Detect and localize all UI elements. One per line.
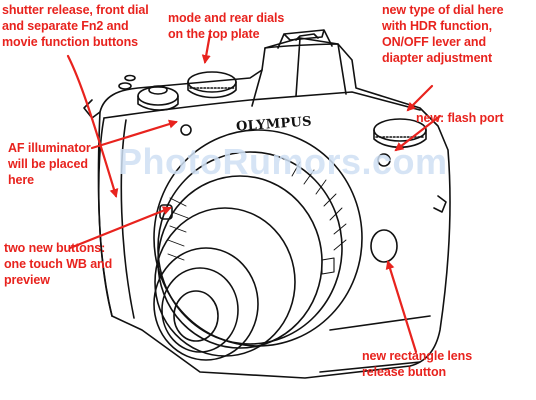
hot-shoe — [277, 29, 333, 49]
annotation-hdr-dial: new type of dial here with HDR function,… — [382, 3, 504, 65]
lens-release-button — [370, 229, 398, 263]
arrow-shutter — [66, 54, 119, 198]
annotation-new-buttons: two new buttons: one touch WB and previe… — [4, 241, 113, 287]
viewfinder-hump — [251, 37, 347, 107]
annotation-lens-release: new rectangle lens release button — [362, 349, 473, 379]
arrow-release — [385, 260, 418, 354]
annotation-af-illuminator: AF illuminator will be placed here — [8, 141, 91, 187]
annotation-arrows — [66, 32, 442, 354]
arrow-af — [90, 119, 178, 150]
annotation-shutter: shutter release, front dial and separate… — [2, 3, 149, 49]
camera-body-outline — [97, 37, 451, 379]
arrow-mode — [201, 32, 212, 64]
annotation-flash-port: new: flash port — [416, 111, 504, 125]
front-lens-element — [153, 247, 259, 361]
arrow-flash — [394, 114, 442, 152]
shutter-dial — [137, 86, 179, 106]
arrow-buttons — [68, 206, 172, 250]
flash-port — [377, 153, 391, 167]
af-illuminator — [180, 124, 192, 136]
watermark: PhotoRumors.com — [118, 141, 448, 182]
arrow-hdr — [406, 84, 434, 112]
grip-outline — [97, 117, 135, 319]
annotation-mode-dials: mode and rear dials on the top plate — [168, 11, 285, 41]
